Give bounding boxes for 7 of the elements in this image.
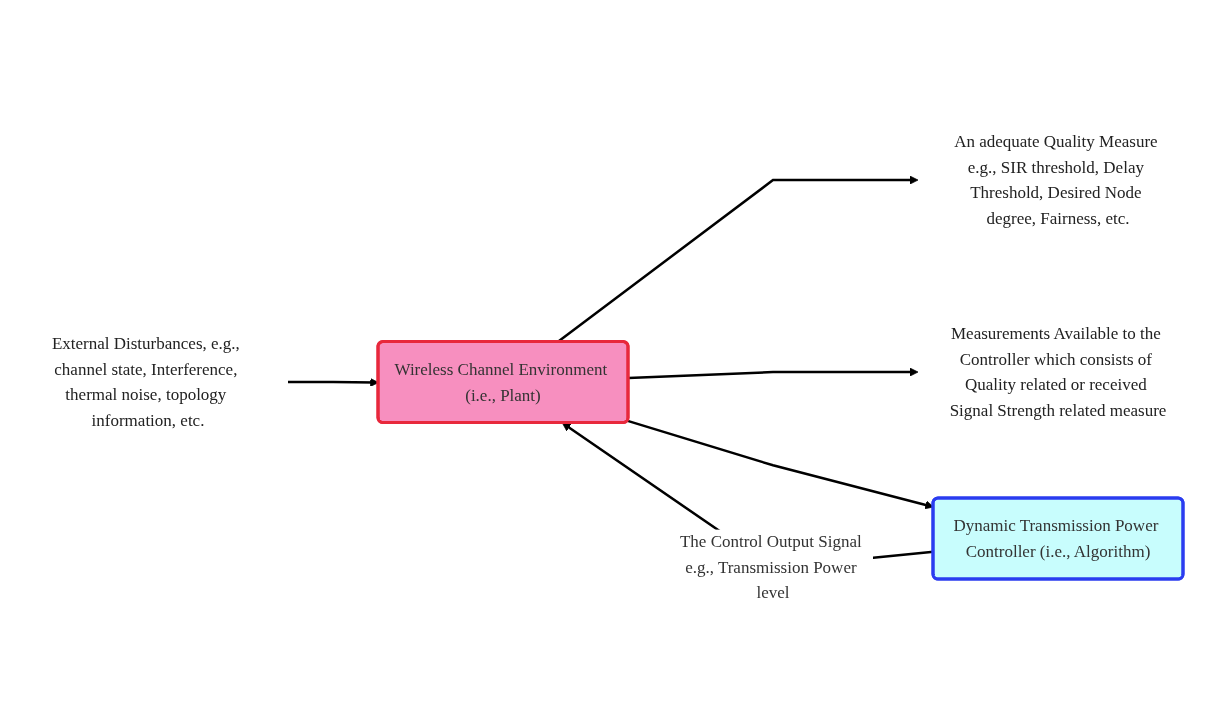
arrow bbox=[628, 367, 919, 380]
node-text: Measurements Available to the Controller which consists of Quality related or received Signal Strength related measure bbox=[949, 324, 1167, 420]
node-text: An adequate Quality Measure e.g., SIR threshold, Delay Threshold, Desired Node degree, Fairness, etc. bbox=[954, 132, 1158, 228]
arrow bbox=[627, 419, 934, 510]
edge-label: The Control Output Signal e.g., Transmission Power level bbox=[679, 532, 862, 603]
arrow bbox=[288, 378, 379, 387]
node-text: External Disturbances, e.g., channel state, Interference, thermal noise, topology information, etc. bbox=[51, 334, 240, 430]
